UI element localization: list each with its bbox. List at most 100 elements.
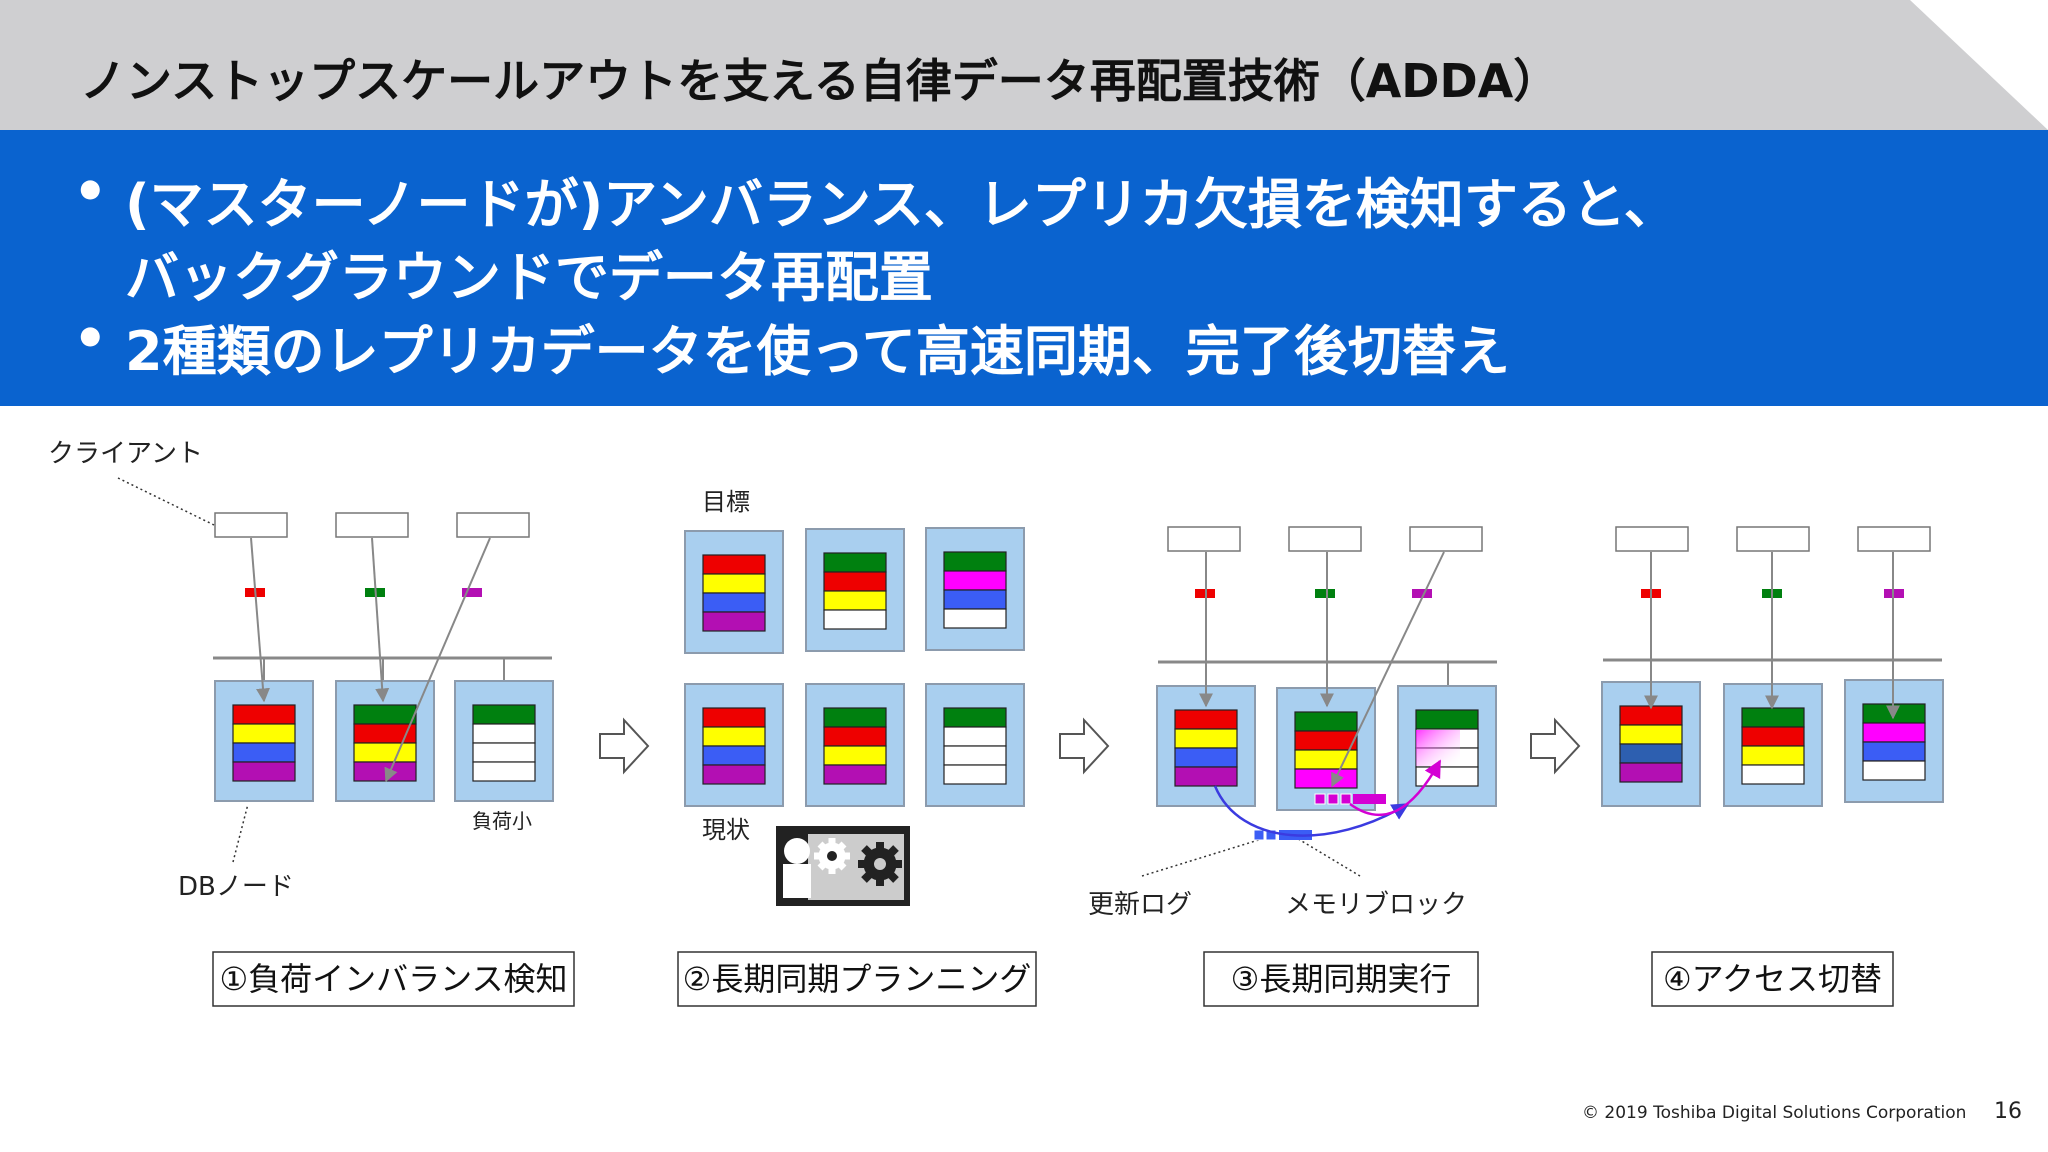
update-log-cell [1265, 829, 1277, 841]
data-block-magenta [943, 570, 1007, 591]
summary-band [0, 130, 2048, 406]
data-block-yellow [1741, 745, 1805, 766]
slide-title: ノンストップスケールアウトを支える自律データ再配置技術（ADDA） [80, 54, 1560, 108]
step-caption-text: ②長期同期プランニング [683, 960, 1032, 998]
data-block-red [702, 707, 766, 728]
client-label: クライアント [48, 439, 203, 469]
target-node-3-stack [943, 551, 1007, 629]
bullet-1-text: (マスターノードが)アンバランス、レプリカ欠損を検知すると、 [125, 173, 1678, 236]
next-step-arrow [1530, 717, 1581, 775]
current-label: 現状 [702, 816, 750, 844]
step-caption-box [212, 951, 575, 1007]
data-block-white [943, 764, 1007, 785]
client-2 [335, 512, 409, 538]
update-log-cell [1253, 829, 1265, 841]
copyright-footer: © 2019 Toshiba Digital Solutions Corpora… [1582, 1103, 1967, 1123]
data-block-white [1741, 764, 1805, 785]
access-arrow [1331, 551, 1445, 788]
data-block-blue [1174, 747, 1238, 768]
data-block-purple [1619, 762, 1683, 783]
client-2 [1736, 526, 1810, 552]
data-block-blue [943, 589, 1007, 610]
data-block-red [232, 704, 296, 725]
data-block-white [472, 742, 536, 763]
request-packet-purple [1412, 589, 1432, 598]
memory-block-cell [1327, 793, 1339, 805]
step-1-caption: ①負荷インバランス検知 [212, 951, 575, 1007]
title-bar-corner-cut [1910, 0, 2048, 130]
data-block-magenta [1862, 722, 1926, 743]
bullet-1-continuation: バックグラウンドでデータ再配置 [125, 246, 933, 309]
client-2 [1288, 526, 1362, 552]
db-node-1-stack [1619, 705, 1683, 783]
bullet-dot: • [73, 160, 108, 223]
data-block-red [1174, 709, 1238, 730]
data-block-yellow [232, 723, 296, 744]
next-step-arrow [1059, 717, 1110, 775]
db-node-1-stack [1174, 709, 1238, 787]
data-block-green [823, 707, 887, 728]
step-4-caption: ④アクセス切替 [1651, 951, 1894, 1007]
data-block-yellow [702, 726, 766, 747]
data-block-purple [702, 611, 766, 632]
bullet-dot: • [73, 307, 108, 370]
data-block-yellow [353, 742, 417, 763]
client-1 [1615, 526, 1689, 552]
data-block-custom [1619, 743, 1683, 764]
target-node-2-stack [823, 552, 887, 630]
data-block-red [1294, 730, 1358, 751]
client-1 [1167, 526, 1241, 552]
page-number: 16 [1994, 1099, 2022, 1124]
data-block-yellow [702, 573, 766, 594]
data-block-yellow [1174, 728, 1238, 749]
client-1 [214, 512, 288, 538]
data-block-red [1619, 705, 1683, 726]
db-node-2-stack [1294, 711, 1358, 789]
memory-block-label: メモリブロック [1285, 890, 1467, 920]
request-packet-green [1315, 589, 1335, 598]
memory-block-cell [1353, 794, 1386, 804]
db-node-label: DBノード [178, 872, 294, 902]
data-block-red [823, 571, 887, 592]
memory-block-cell [1340, 793, 1352, 805]
data-block-purple [702, 764, 766, 785]
data-block-white [472, 723, 536, 744]
data-block-blue [1862, 741, 1926, 762]
target-node-1-stack [702, 554, 766, 632]
client-3 [1409, 526, 1483, 552]
access-arrow [250, 537, 270, 703]
step-caption-box [677, 951, 1037, 1007]
data-block-green [472, 704, 536, 725]
data-block-green [1294, 711, 1358, 732]
data-block-red [702, 554, 766, 575]
bullet-1: • (マスターノードが)アンバランス、レプリカ欠損を検知すると、 [73, 160, 1678, 239]
gear-icon [776, 826, 910, 906]
update-log-label: 更新ログ [1088, 890, 1192, 920]
data-block-white [943, 745, 1007, 766]
data-block-green [943, 551, 1007, 572]
adda-diagram: クライアント DBノード 負荷小 目標 現状 更新ログ メモリブロック [48, 439, 1944, 1007]
data-block-green [943, 707, 1007, 728]
data-block-white [943, 726, 1007, 747]
step-caption-text: ③長期同期実行 [1231, 960, 1452, 998]
data-block-purple [232, 761, 296, 782]
data-block-white [472, 761, 536, 782]
current-node-3-stack [943, 707, 1007, 785]
data-block-purple [1174, 766, 1238, 787]
data-block-yellow [1619, 724, 1683, 745]
step-3-caption: ③長期同期実行 [1203, 951, 1479, 1007]
data-block-blue [702, 745, 766, 766]
client-3 [456, 512, 530, 538]
step-caption-box [1203, 951, 1479, 1007]
data-block-red [823, 726, 887, 747]
data-block-blue [702, 592, 766, 613]
db-node-1-stack [232, 704, 296, 782]
syncing-highlight [1416, 730, 1460, 766]
memory-block-cell [1314, 793, 1326, 805]
access-arrow [371, 537, 390, 703]
access-arrow [384, 537, 491, 783]
low-load-label: 負荷小 [472, 809, 532, 833]
data-block-yellow [823, 590, 887, 611]
target-label: 目標 [702, 488, 750, 516]
data-block-blue [232, 742, 296, 763]
